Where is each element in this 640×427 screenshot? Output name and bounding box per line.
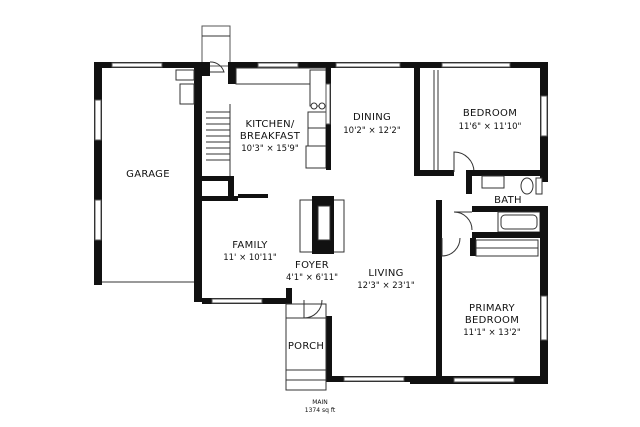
chimney — [200, 25, 236, 84]
dining-dims: 10'2" × 12'2" — [343, 126, 401, 136]
foyer-label: FOYER — [295, 260, 329, 271]
north-wall — [236, 62, 548, 182]
foyer-dims: 4'1" × 6'11" — [286, 273, 338, 283]
living-dims: 12'3" × 23'1" — [357, 281, 415, 291]
primary-bedroom-label-line1: PRIMARY — [469, 303, 516, 314]
bedroom-label: BEDROOM — [463, 108, 517, 119]
bedroom-dims: 11'6" × 11'10" — [459, 122, 522, 132]
fireplace — [299, 196, 345, 254]
bath-fixtures — [453, 170, 548, 257]
family-dims: 11' × 10'11" — [223, 253, 277, 263]
primary-bedroom-label-line2: BEDROOM — [465, 315, 519, 326]
porch-label: PORCH — [288, 341, 324, 352]
kitchen-label-line2: BREAKFAST — [240, 131, 301, 142]
living-label: LIVING — [368, 268, 403, 279]
kitchen-fixtures — [235, 62, 331, 170]
garage-label: GARAGE — [126, 169, 170, 180]
level-label: MAIN — [312, 399, 328, 406]
primary-bedroom-walls — [410, 200, 548, 384]
south-walls — [202, 194, 416, 382]
garage-walls — [94, 62, 202, 302]
porch — [285, 303, 327, 391]
stairs — [175, 69, 234, 200]
kitchen-label-line1: KITCHEN/ — [245, 119, 294, 130]
bedroom-walls — [414, 62, 548, 176]
bath-label: BATH — [494, 195, 522, 206]
family-label: FAMILY — [232, 240, 268, 251]
kitchen-dims: 10'3" × 15'9" — [241, 144, 299, 154]
primary-bedroom-dims: 11'1" × 13'2" — [463, 328, 521, 338]
area-label: 1374 sq ft — [305, 407, 336, 414]
dining-label: DINING — [353, 112, 391, 123]
